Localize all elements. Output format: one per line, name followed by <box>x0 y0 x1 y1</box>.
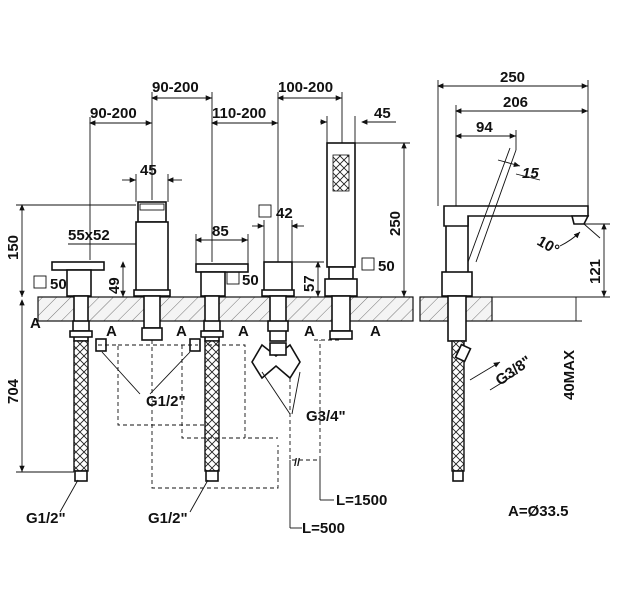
dim-704: 704 <box>5 378 22 404</box>
callout-g12-bottom-left: G1/2" <box>26 510 66 527</box>
dim-206: 206 <box>503 94 528 111</box>
dim-45-spout: 45 <box>140 162 157 179</box>
diverter <box>251 261 301 380</box>
pipe-routes <box>98 339 340 489</box>
dim-45-shower: 45 <box>374 105 391 122</box>
callout-g12-bottom-mid: G1/2" <box>148 510 188 527</box>
dim-10-deg: 10° <box>534 233 562 259</box>
hand-shower <box>324 142 358 340</box>
dim-57: 57 <box>301 275 318 292</box>
dim-42: 42 <box>276 205 293 222</box>
dim-50-right: 50 <box>378 258 395 275</box>
hole-label-a-1: A <box>30 315 41 332</box>
side-view: 250 206 94 15 10° 121 40MAX G3/8" A=Ø33.… <box>419 69 610 520</box>
dim-50-mid: 50 <box>242 272 259 289</box>
thread-callouts: G1/2" G3/4" G1/2" G1/2" L=1500 L=500 // <box>26 351 387 537</box>
hose-length-1500: L=1500 <box>336 492 387 509</box>
deck-front <box>37 296 414 322</box>
dim-250-side: 250 <box>500 69 525 86</box>
front-dimensions: 90-200 90-200 110-200 100-200 45 45 55x5… <box>5 79 410 473</box>
hole-diameter-note: A=Ø33.5 <box>508 503 568 520</box>
hole-label-a-4: A <box>238 323 249 340</box>
dim-94: 94 <box>476 119 493 136</box>
dim-55x52: 55x52 <box>68 227 110 244</box>
dim-15: 15 <box>522 165 539 182</box>
dim-150: 150 <box>5 235 22 260</box>
hose-length-500: L=500 <box>302 520 345 537</box>
dim-g38: G3/8" <box>493 353 535 390</box>
dim-50-left: 50 <box>50 276 67 293</box>
dim-90-200-top: 90-200 <box>152 79 199 96</box>
dim-85: 85 <box>212 223 229 240</box>
hole-label-a-6: A <box>370 323 381 340</box>
callout-g12: G1/2" <box>146 393 186 410</box>
hole-label-a-2: A <box>106 323 117 340</box>
hole-label-a-3: A <box>176 323 187 340</box>
left-valve <box>51 261 107 482</box>
dim-90-200-left: 90-200 <box>90 105 137 122</box>
dim-121: 121 <box>587 259 604 284</box>
dim-250-shower: 250 <box>387 211 404 236</box>
break-mark: // <box>294 457 300 469</box>
spout <box>133 201 171 341</box>
hole-label-a-5: A <box>304 323 315 340</box>
dim-40max: 40MAX <box>561 350 578 400</box>
dim-49: 49 <box>106 277 123 294</box>
callout-g34: G3/4" <box>306 408 346 425</box>
dim-100-200: 100-200 <box>278 79 333 96</box>
hole-labels: A A A A A A <box>30 315 381 340</box>
dim-110-200: 110-200 <box>212 105 266 122</box>
